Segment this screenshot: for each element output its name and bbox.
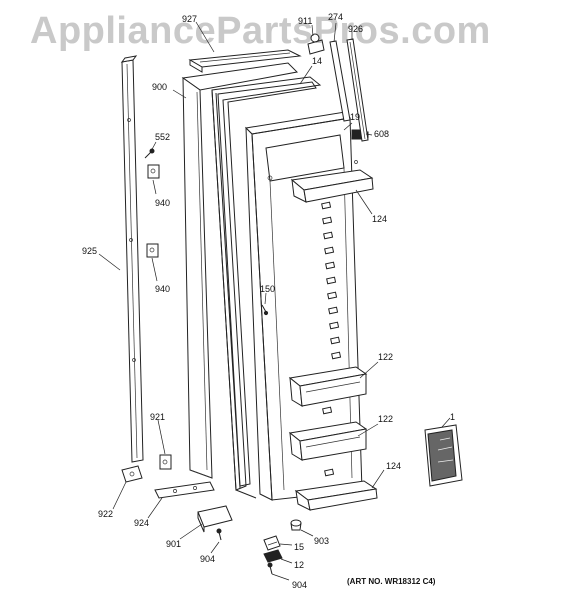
- callout-922: 922: [98, 509, 113, 519]
- callout-904-upper: 904: [200, 554, 215, 564]
- part-12-hinge[interactable]: [263, 549, 283, 563]
- part-124-door-shelf-upper[interactable]: [290, 169, 374, 203]
- callout-911: 911: [298, 16, 312, 26]
- callout-552: 552: [155, 132, 170, 142]
- part-904-screw-lower[interactable]: [267, 562, 273, 575]
- part-926-trim[interactable]: [346, 38, 369, 142]
- part-927-top-cap[interactable]: [188, 49, 302, 73]
- callout-1: 1: [450, 412, 455, 422]
- part-552-screw[interactable]: [144, 148, 155, 159]
- part-940-bracket-upper[interactable]: [147, 164, 160, 179]
- callout-921: 921: [150, 412, 165, 422]
- callout-122-upper: 122: [378, 352, 393, 362]
- watermark: AppliancePartsPros.com: [30, 10, 491, 52]
- part-921-bracket[interactable]: [159, 454, 172, 470]
- callout-927: 927: [182, 14, 197, 24]
- callout-924: 924: [134, 518, 149, 528]
- part-904-screw-upper[interactable]: [216, 528, 222, 541]
- callout-122-lower: 122: [378, 414, 393, 424]
- leader-lines: [98, 21, 451, 581]
- part-122-door-bin-upper[interactable]: [288, 366, 368, 407]
- art-number: (ART NO. WR18312 C4): [347, 577, 436, 586]
- callout-608: 608: [374, 129, 389, 139]
- part-1-owners-manual[interactable]: [424, 424, 463, 487]
- callout-12: 12: [294, 560, 304, 570]
- part-150-screw[interactable]: [261, 304, 269, 316]
- part-922-end-cap[interactable]: [121, 465, 143, 483]
- shelf-retainer-clips: [321, 201, 342, 477]
- callout-903: 903: [314, 536, 329, 546]
- callout-19: 19: [350, 112, 360, 122]
- callout-150: 150: [260, 284, 275, 294]
- callout-940-lower: 940: [155, 284, 170, 294]
- callout-14: 14: [312, 56, 322, 66]
- callout-904-lower: 904: [292, 580, 307, 590]
- part-15-hinge-pin[interactable]: [263, 535, 281, 551]
- part-940-bracket-lower[interactable]: [146, 243, 159, 258]
- part-924-hinge-plate[interactable]: [154, 481, 215, 499]
- callout-124-lower: 124: [386, 461, 401, 471]
- callout-274: 274: [328, 12, 343, 22]
- part-122-door-bin-lower[interactable]: [288, 421, 368, 461]
- part-274-door-stop[interactable]: [329, 40, 351, 122]
- callout-940-upper: 940: [155, 198, 170, 208]
- callout-labels: 927 911 274 926 14 900 19 608 552 940 12…: [82, 12, 455, 590]
- part-903-bushing[interactable]: [290, 519, 302, 531]
- part-911-bearing[interactable]: [307, 33, 325, 55]
- part-124-door-shelf-lower[interactable]: [294, 480, 378, 511]
- part-925-handle-trim[interactable]: [120, 55, 144, 463]
- callout-15: 15: [294, 542, 304, 552]
- callout-901: 901: [166, 539, 181, 549]
- callout-900: 900: [152, 82, 167, 92]
- part-900-door-panel[interactable]: [181, 62, 299, 479]
- part-901-cover[interactable]: [197, 505, 233, 533]
- callout-926: 926: [348, 24, 363, 34]
- callout-925: 925: [82, 246, 97, 256]
- callout-124-upper: 124: [372, 214, 387, 224]
- part-14-door-gasket[interactable]: [211, 76, 322, 499]
